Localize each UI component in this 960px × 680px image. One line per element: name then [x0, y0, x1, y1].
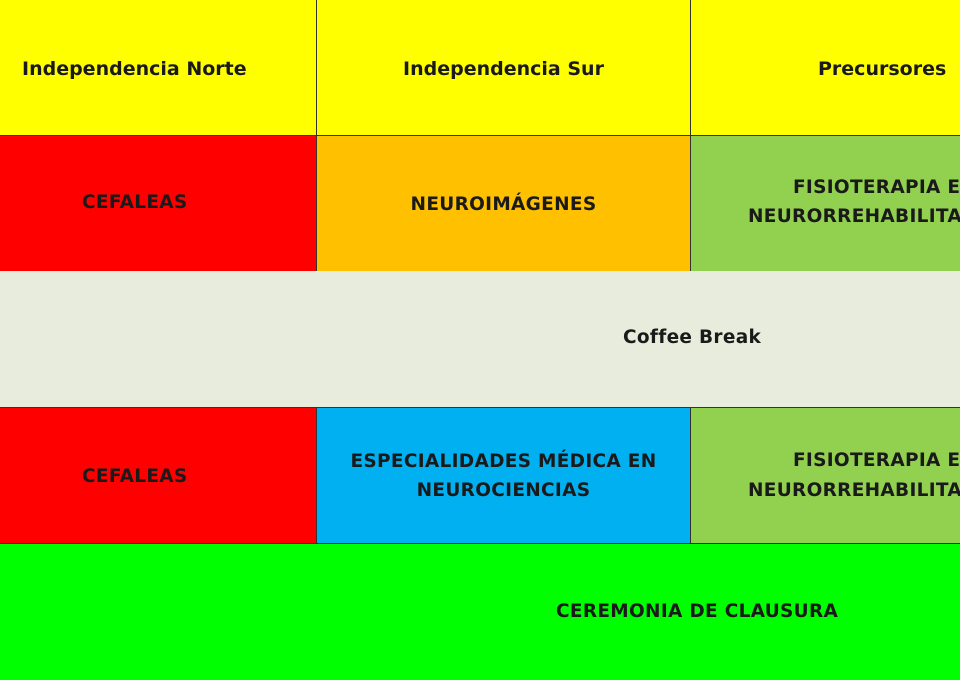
session-especialidades-medica: ESPECIALIDADES MÉDICA EN NEUROCIENCIAS: [316, 407, 691, 544]
coffee-break-label: Coffee Break: [623, 327, 762, 348]
header-label: Independencia Norte: [22, 58, 247, 80]
session-label: NEUROIMÁGENES: [410, 194, 597, 215]
coffee-break-row: Coffee Break: [0, 271, 960, 408]
header-precursores: Precursores: [690, 0, 960, 136]
session-cefaleas-2: CEFALEAS: [0, 407, 317, 544]
session-cefaleas-1: CEFALEAS: [0, 135, 317, 272]
session-label-line1: FISIOTERAPIA EN: [793, 450, 960, 471]
header-label: Precursores: [818, 58, 947, 80]
session-label-line2: NEUROCIENCIAS: [416, 480, 591, 501]
session-neuroimagenes: NEUROIMÁGENES: [316, 135, 691, 272]
session-label: CEFALEAS: [82, 466, 188, 487]
closing-ceremony-row: CEREMONIA DE CLAUSURA: [0, 543, 960, 680]
session-label-line1: ESPECIALIDADES MÉDICA EN: [350, 451, 657, 472]
header-independencia-sur: Independencia Sur: [316, 0, 691, 136]
session-label-line1: FISIOTERAPIA EN: [793, 177, 960, 198]
session-label-line2: NEURORREHABILITAC: [748, 480, 960, 501]
session-label: CEFALEAS: [82, 192, 188, 213]
session-fisioterapia-1: FISIOTERAPIA EN NEURORREHABILITAC: [690, 135, 960, 272]
session-fisioterapia-2: FISIOTERAPIA EN NEURORREHABILITAC: [690, 407, 960, 544]
header-independencia-norte: Independencia Norte: [0, 0, 317, 136]
session-label-line2: NEURORREHABILITAC: [748, 206, 960, 227]
closing-ceremony-label: CEREMONIA DE CLAUSURA: [556, 601, 839, 622]
header-label: Independencia Sur: [403, 58, 604, 80]
